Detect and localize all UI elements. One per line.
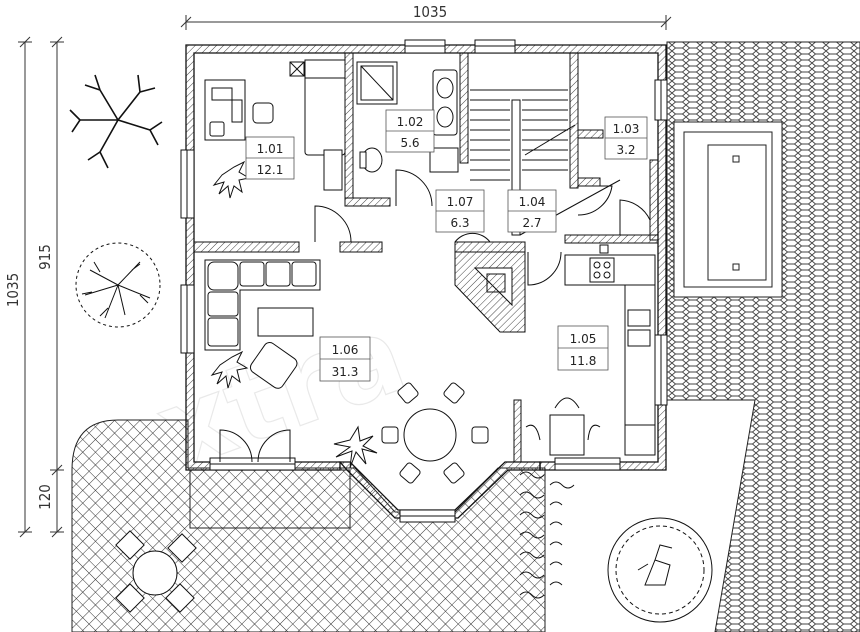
room-area: 5.6 — [400, 136, 419, 150]
room-id: 1.04 — [519, 195, 546, 209]
bedroom-furniture — [204, 59, 346, 156]
room-label-1.06: 1.06 31.3 — [319, 336, 371, 382]
room-label-1.04: 1.04 2.7 — [507, 189, 557, 233]
tree-icon — [75, 242, 161, 328]
room-area: 11.8 — [570, 354, 597, 368]
room-label-1.05: 1.05 11.8 — [557, 325, 609, 371]
tree-icon — [69, 74, 163, 169]
exterior-walls — [185, 44, 667, 519]
staircase — [470, 89, 621, 236]
room-id: 1.03 — [613, 122, 640, 136]
room-id: 1.06 — [332, 343, 359, 357]
room-area: 2.7 — [522, 216, 541, 230]
garden-table — [115, 530, 197, 613]
paving-right — [666, 41, 860, 632]
dimension-lines — [18, 15, 672, 538]
room-label-1.07: 1.07 6.3 — [435, 189, 485, 233]
dimension-left-total: 1035 — [4, 273, 22, 307]
dimension-top-width: 1035 — [413, 3, 447, 21]
room-area: 6.3 — [450, 216, 469, 230]
kitchen-furniture — [525, 244, 656, 456]
room-label-1.03: 1.03 3.2 — [604, 116, 648, 160]
dimension-left-upper: 915 — [36, 244, 54, 270]
room-area: 3.2 — [616, 143, 635, 157]
room-label-1.02: 1.02 5.6 — [385, 109, 435, 153]
shrub-icon — [607, 517, 713, 623]
room-area: 31.3 — [332, 365, 359, 379]
dimension-labels: 1035 1035 915 120 — [4, 3, 447, 510]
door-swings — [219, 169, 651, 463]
room-id: 1.07 — [447, 195, 474, 209]
room-labels: 1.01 12.1 1.02 5.6 1.03 3.2 1.07 6.3 1.0… — [245, 109, 648, 382]
interior-walls — [193, 52, 659, 463]
room-id: 1.01 — [257, 142, 284, 156]
room-id: 1.05 — [570, 332, 597, 346]
room-label-1.01: 1.01 12.1 — [245, 136, 295, 180]
hedge-plants — [519, 471, 575, 599]
paving-terrace — [71, 419, 546, 632]
dimension-left-lower: 120 — [36, 484, 54, 510]
plant-icons — [210, 160, 378, 469]
bathroom-fixtures — [323, 61, 459, 191]
room-id: 1.02 — [397, 115, 424, 129]
windows — [180, 39, 668, 523]
living-room-furniture — [204, 259, 489, 484]
fireplace — [454, 251, 526, 333]
room-area: 12.1 — [257, 163, 284, 177]
